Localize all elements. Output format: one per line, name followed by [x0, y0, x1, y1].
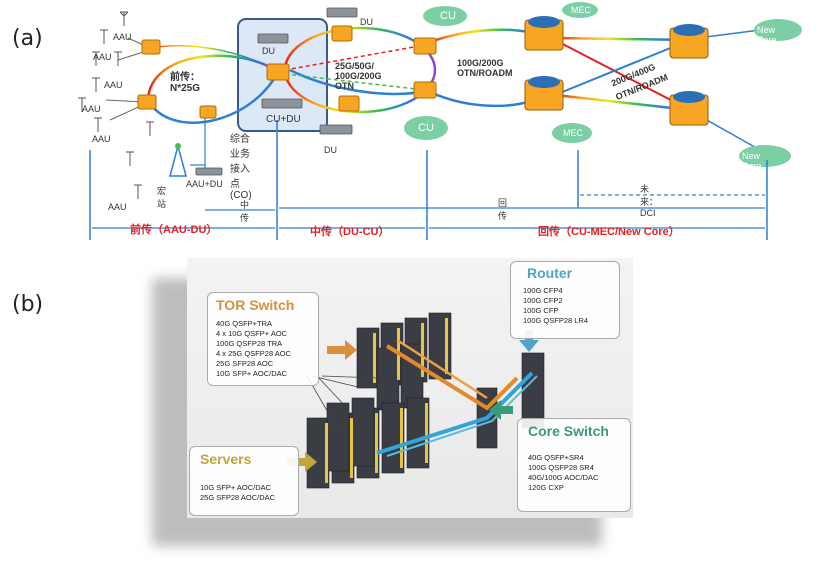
aau-du-label: AAU+DU — [186, 179, 223, 189]
backhaul-rate-2: OTN/ROADM — [457, 68, 513, 78]
aau-label: AAU — [93, 52, 112, 62]
router-title: Router — [527, 265, 573, 281]
section-midhaul: 中传（DU-CU） — [310, 226, 390, 238]
cloud-icons — [404, 2, 802, 167]
core-item: 40G/100G AOC/DAC — [528, 473, 599, 482]
co-caption: 综合业务接入点(CO) — [230, 134, 252, 201]
router-item: 100G QSFP28 LR4 — [523, 316, 589, 325]
midhaul-arrow-label: 中传 — [240, 200, 250, 223]
panel-a-diagram — [78, 2, 802, 240]
du-label: DU — [324, 145, 337, 155]
aau-label: AAU — [113, 32, 132, 42]
large-router-icons — [524, 16, 709, 126]
section-fronthaul: 前传（AAU-DU） — [130, 224, 218, 236]
tor-item: 4 x 10G QSFP+ AOC — [216, 329, 288, 338]
macro-tower-icon — [169, 143, 187, 177]
panel-b-label: (b) — [12, 292, 44, 317]
tor-switch-box: TOR Switch 40G QSFP+TRA 4 x 10G QSFP+ AO… — [207, 292, 319, 386]
midhaul-rate-1: 25G/50G/ — [335, 61, 375, 71]
core-switch-title: Core Switch — [528, 423, 609, 439]
router-item: 100G CFP4 — [523, 286, 563, 295]
tor-arrow — [327, 340, 357, 360]
tor-item: 10G SFP+ AOC/DAC — [216, 369, 288, 378]
aau-label: AAU — [92, 134, 111, 144]
tor-item: 100G QSFP28 TRA — [216, 339, 283, 348]
core-switch-box: Core Switch 40G QSFP+SR4 100G QSFP28 SR4… — [517, 418, 631, 512]
tor-item: 40G QSFP+TRA — [216, 319, 273, 328]
cu-label: CU — [440, 10, 456, 22]
servers-item: 25G SFP28 AOC/DAC — [200, 493, 276, 502]
co-cudu-label: CU+DU — [266, 114, 301, 125]
router-arrow — [519, 330, 539, 352]
datacenter-drawing — [287, 312, 545, 489]
macro-site-label: 宏站 — [157, 186, 167, 209]
cu-label: CU — [418, 122, 434, 134]
du-rack-icons — [195, 7, 358, 176]
mec-label: MEC — [571, 5, 591, 15]
core-item: 120G CXP — [528, 483, 564, 492]
co-du-label: DU — [262, 46, 275, 56]
new-core-label: New Core — [757, 25, 777, 45]
backhaul-arrow-label: 回传 — [498, 198, 508, 221]
aau-label: AAU — [82, 104, 101, 114]
servers-title: Servers — [200, 451, 252, 467]
tor-switch-title: TOR Switch — [216, 297, 295, 313]
mec-label: MEC — [563, 128, 583, 138]
panel-b-image: TOR Switch 40G QSFP+TRA 4 x 10G QSFP+ AO… — [187, 258, 633, 518]
du-label: DU — [360, 17, 373, 27]
midhaul-rate-3: OTN — [335, 81, 354, 91]
future-dci-label: 未来：DCI — [640, 184, 659, 218]
backhaul-rate-1: 100G/200G — [457, 58, 504, 68]
core-item: 40G QSFP+SR4 — [528, 453, 584, 462]
aau-label: AAU — [108, 202, 127, 212]
midhaul-rate-2: 100G/200G — [335, 71, 382, 81]
panel-a-label: (a) — [12, 26, 43, 51]
servers-item: 10G SFP+ AOC/DAC — [200, 483, 272, 492]
tor-item: 25G SFP28 AOC — [216, 359, 274, 368]
fronthaul-ring-label: 前传：N*25G — [170, 72, 201, 94]
aau-label: AAU — [104, 80, 123, 90]
router-item: 100G CFP2 — [523, 296, 563, 305]
router-item: 100G CFP — [523, 306, 559, 315]
core-item: 100G QSFP28 SR4 — [528, 463, 594, 472]
fronthaul-ring-bottom — [146, 71, 280, 124]
orange-router-icons — [137, 25, 437, 119]
new-core-label: New Core — [742, 151, 762, 171]
core-arrow — [489, 400, 513, 420]
antenna-icon — [78, 11, 154, 199]
servers-arrow — [287, 452, 317, 472]
section-backhaul: 回传（CU-MEC/New Core） — [538, 226, 680, 238]
router-box: Router 100G CFP4 100G CFP2 100G CFP 100G… — [510, 261, 620, 339]
servers-box: Servers 10G SFP+ AOC/DAC 25G SFP28 AOC/D… — [189, 446, 299, 516]
tor-item: 4 x 25G QSFP28 AOC — [216, 349, 292, 358]
